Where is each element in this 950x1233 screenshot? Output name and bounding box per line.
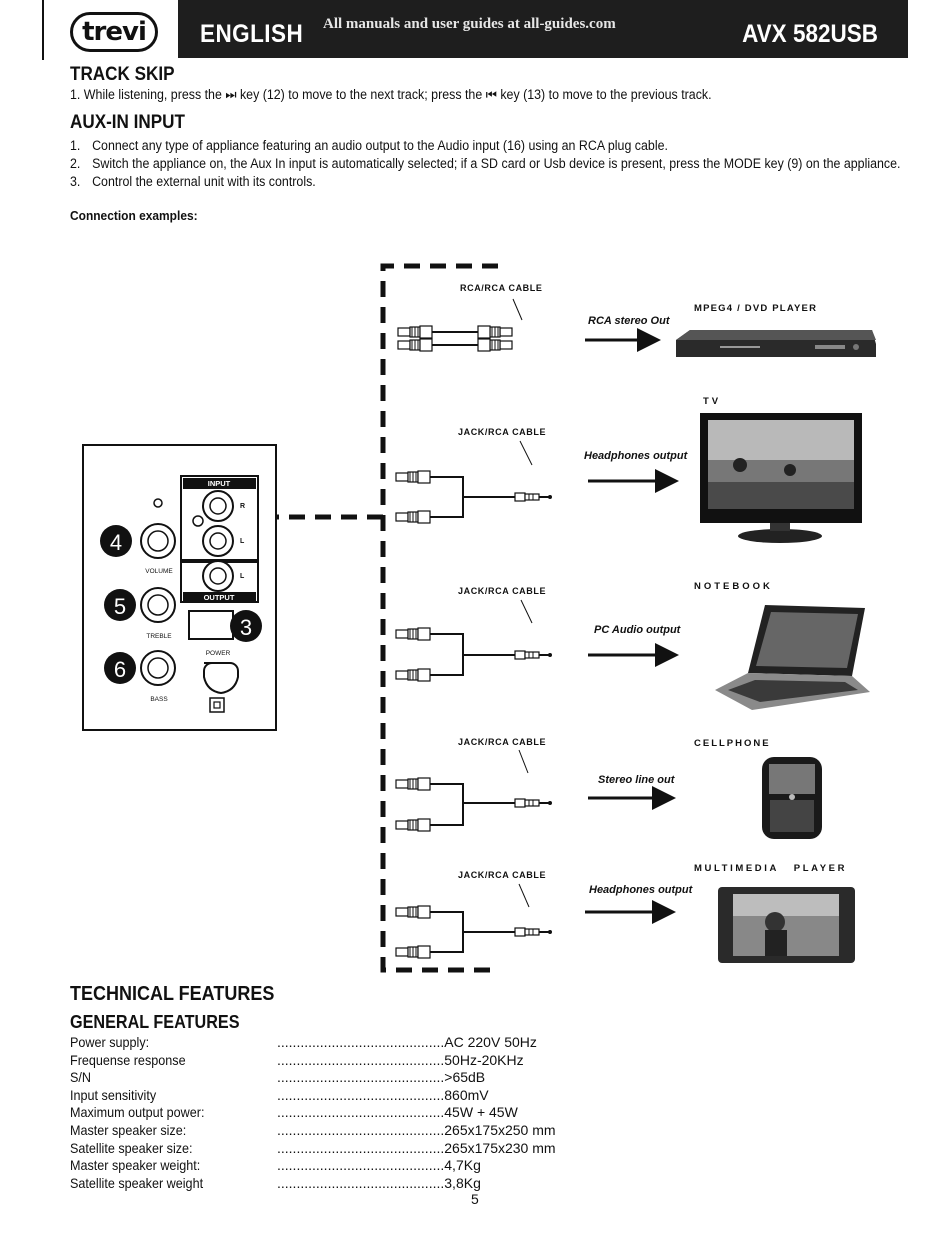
spec-label: Power supply: (70, 1034, 150, 1050)
panel-r-label: R (240, 503, 245, 510)
notebook-image (715, 605, 870, 710)
spec-label: Satellite speaker size: (70, 1140, 193, 1156)
panel-volume-label: VOLUME (145, 568, 173, 575)
cable-label: JACK/RCA CABLE (458, 737, 546, 747)
header-bar: ENGLISH All manuals and user guides at a… (178, 0, 908, 58)
spec-value: ........................................… (277, 1087, 489, 1103)
general-features-title: GENERAL FEATURES (70, 1012, 240, 1032)
jack-rca-cable (395, 440, 553, 524)
jack-rca-cable (395, 883, 553, 959)
connection-examples-label: Connection examples: (70, 208, 198, 223)
cable-label: RCA/RCA CABLE (460, 283, 542, 293)
output-label: Headphones output (584, 450, 689, 462)
spec-value: ........................................… (277, 1034, 537, 1050)
spec-label: Satellite speaker weight (70, 1175, 204, 1191)
spec-value: ........................................… (277, 1175, 481, 1191)
device-name: NOTEBOOK (694, 581, 773, 592)
device-name: MULTIMEDIA PLAYER (694, 863, 847, 874)
trevi-logo: trevi (70, 12, 158, 52)
tv-image (700, 413, 862, 543)
technical-features-title: TECHNICAL FEATURES (70, 983, 275, 1005)
panel-l-label: L (240, 573, 245, 580)
callout-volume: 4 (110, 530, 122, 555)
panel-power-label: POWER (206, 650, 231, 657)
rear-panel (82, 444, 277, 731)
spec-value: ........................................… (277, 1122, 556, 1138)
panel-output-label: OUTPUT (204, 593, 235, 602)
device-name: CELLPHONE (694, 738, 771, 749)
spec-value: ........................................… (277, 1052, 524, 1068)
jack-rca-cable (395, 749, 553, 832)
cellphone-image (762, 757, 822, 839)
output-label: PC Audio output (594, 624, 682, 636)
spec-label: Input sensitivity (70, 1087, 157, 1103)
panel-input-label: INPUT (208, 479, 231, 488)
output-label: RCA stereo Out (588, 315, 671, 327)
spec-label: Master speaker weight: (70, 1157, 201, 1173)
cable-label: JACK/RCA CABLE (458, 586, 546, 596)
dvd-player-image (676, 330, 876, 357)
panel-treble-label: TREBLE (146, 633, 172, 640)
output-label: Stereo line out (598, 774, 676, 786)
banner-text: All manuals and user guides at all-guide… (323, 16, 616, 32)
callout-treble: 5 (114, 594, 126, 619)
aux-in-title: AUX-IN INPUT (70, 112, 185, 133)
aux-step: 2.Switch the appliance on, the Aux In in… (70, 156, 901, 171)
track-skip-text: 1. While listening, press the ⏭ key (12)… (70, 87, 712, 102)
spec-label: Frequense response (70, 1052, 186, 1068)
output-label: Headphones output (589, 884, 694, 896)
spec-value: ........................................… (277, 1157, 481, 1173)
spec-label: Master speaker size: (70, 1122, 187, 1138)
margin-rule (42, 0, 44, 60)
spec-label: Maximum output power: (70, 1104, 205, 1120)
dashed-connection-path (245, 263, 498, 973)
spec-value: ........................................… (277, 1069, 486, 1085)
track-skip-title: TRACK SKIP (70, 64, 175, 85)
device-name: MPEG4 / DVD PLAYER (694, 303, 817, 314)
cable-label: JACK/RCA CABLE (458, 870, 546, 880)
rca-rca-cable (397, 298, 523, 352)
model-name: AVX 582USB (742, 20, 878, 48)
panel-l-label: L (240, 538, 245, 545)
page-number: 5 (471, 1191, 479, 1207)
spec-label: S/N (70, 1069, 92, 1085)
spec-value: ........................................… (277, 1140, 556, 1156)
language-label: ENGLISH (200, 20, 304, 48)
device-name: TV (703, 396, 721, 407)
callout-bass: 6 (114, 657, 126, 682)
aux-step: 3.Control the external unit with its con… (70, 174, 316, 189)
cable-label: JACK/RCA CABLE (458, 427, 546, 437)
panel-bass-label: BASS (150, 696, 168, 703)
multimedia-player-image (718, 887, 855, 963)
jack-rca-cable (395, 599, 553, 682)
aux-step: 1.Connect any type of appliance featurin… (70, 138, 668, 153)
spec-value: ........................................… (277, 1104, 518, 1120)
callout-power: 3 (240, 615, 252, 640)
